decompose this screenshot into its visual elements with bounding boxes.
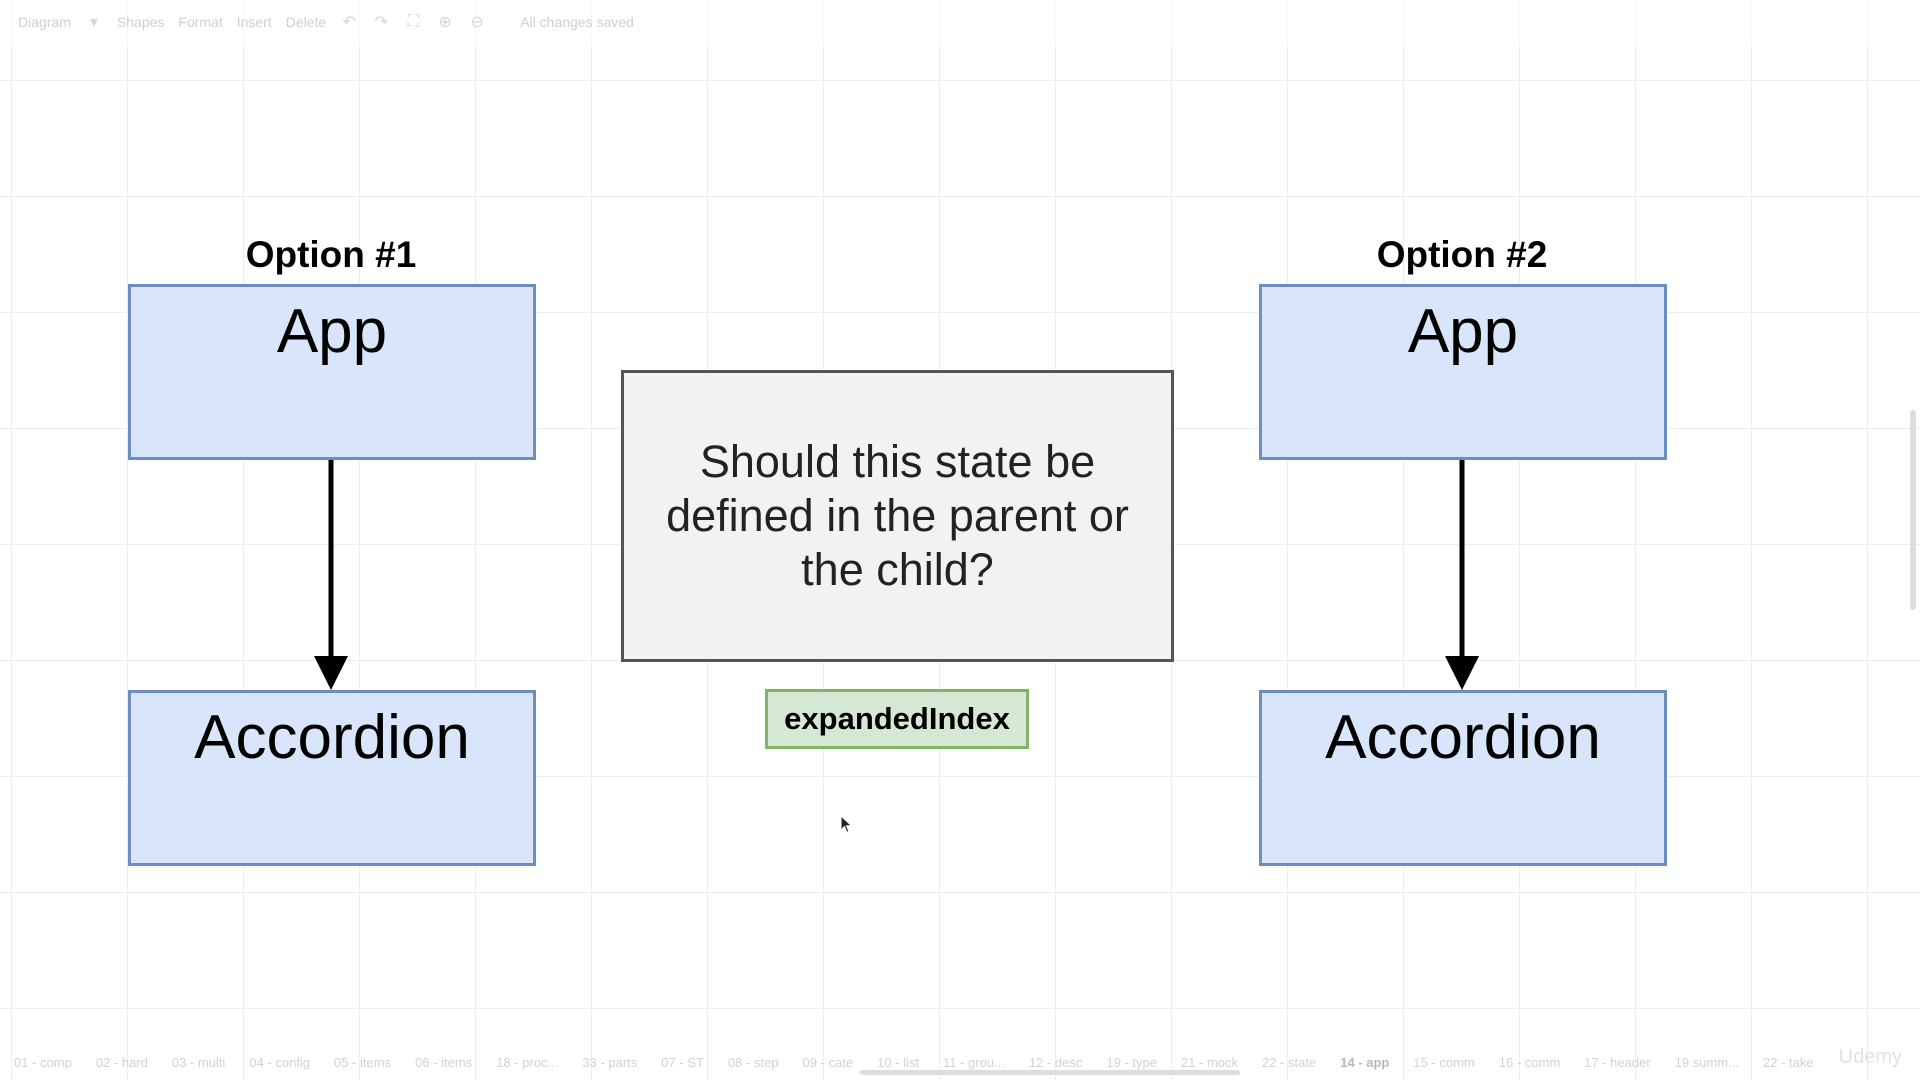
option2-arrow[interactable] <box>1445 460 1479 690</box>
fullscreen-icon[interactable]: ⛶ <box>407 13 419 30</box>
chevron-down-icon[interactable]: ▾ <box>89 14 98 31</box>
toolbar: Diagram ▾ Shapes Format Insert Delete ↶ … <box>0 0 1920 44</box>
page-tab[interactable]: 33 - parts <box>582 1054 638 1070</box>
option1-parent-box[interactable]: App <box>128 284 536 460</box>
option1-arrow[interactable] <box>314 460 348 690</box>
state-name: expandedIndex <box>784 701 1010 736</box>
page-tab[interactable]: 08 - step <box>727 1054 779 1070</box>
delete-button[interactable]: Delete <box>285 14 327 30</box>
page-tab[interactable]: 05 - items <box>334 1054 392 1070</box>
option2-title: Option #2 <box>1376 234 1548 275</box>
page-tab[interactable]: 12 - desc <box>1028 1054 1083 1070</box>
horizontal-scrollbar[interactable] <box>860 1070 1240 1075</box>
page-tab[interactable]: 11 - grou... <box>942 1054 1005 1070</box>
shapes-button[interactable]: Shapes <box>116 14 165 30</box>
mouse-cursor-icon <box>840 815 853 834</box>
page-tab[interactable]: 19 - type <box>1106 1054 1157 1070</box>
page-tab[interactable]: 14 - app <box>1340 1054 1390 1070</box>
page-tab[interactable]: 19 summ... <box>1674 1054 1739 1070</box>
page-tab[interactable]: 01 - comp <box>14 1054 72 1070</box>
page-tab[interactable]: 03 - multi <box>171 1054 226 1070</box>
page-tab[interactable]: 18 - proc... <box>496 1054 559 1070</box>
option1-parent-label: App <box>276 297 388 366</box>
page-tab[interactable]: 15 - comm <box>1413 1054 1475 1070</box>
state-tag[interactable]: expandedIndex <box>765 689 1029 749</box>
format-button[interactable]: Format <box>178 14 223 30</box>
undo-icon[interactable]: ↶ <box>342 14 356 31</box>
page-tab[interactable]: 02 - hard <box>95 1054 148 1070</box>
zoom-in-icon[interactable]: ⊕ <box>438 14 452 31</box>
page-tab[interactable]: 07 - ST <box>661 1054 704 1070</box>
option2-parent-box[interactable]: App <box>1259 284 1667 460</box>
option1-child-box[interactable]: Accordion <box>128 690 536 866</box>
vertical-scrollbar[interactable] <box>1910 410 1916 610</box>
diagram-menu[interactable]: Diagram <box>18 14 71 30</box>
option2-parent-label: App <box>1407 297 1519 366</box>
page-tab[interactable]: 09 - cate <box>802 1054 854 1070</box>
option2-child-box[interactable]: Accordion <box>1259 690 1667 866</box>
question-box[interactable]: Should this state be defined in the pare… <box>621 370 1174 662</box>
zoom-out-icon[interactable]: ⊖ <box>470 14 484 31</box>
option2-child-label: Accordion <box>1325 703 1601 772</box>
option1-child-label: Accordion <box>194 703 470 772</box>
page-tabs: 01 - comp 02 - hard 03 - multi 04 - config 0… <box>0 1050 1920 1074</box>
udemy-watermark: Udemy <box>1838 1046 1902 1068</box>
redo-icon[interactable]: ↷ <box>374 14 388 31</box>
page-tab[interactable]: 22 - take <box>1762 1054 1814 1070</box>
insert-button[interactable]: Insert <box>236 14 272 30</box>
page-tab[interactable]: 04 - config <box>249 1054 311 1070</box>
page-tab[interactable]: 22 - state <box>1262 1054 1317 1070</box>
page-tab[interactable]: 21 - mock <box>1180 1054 1239 1070</box>
page-tab[interactable]: 17 - header <box>1584 1054 1651 1070</box>
page-tab[interactable]: 16 - comm <box>1498 1054 1561 1070</box>
save-status: All changes saved <box>520 14 634 30</box>
question-text: Should this state be defined in the pare… <box>666 436 1129 595</box>
option1-title: Option #1 <box>245 234 417 275</box>
page-tab[interactable]: 06 - items <box>415 1054 473 1070</box>
page-tab[interactable]: 10 - list <box>877 1054 919 1070</box>
